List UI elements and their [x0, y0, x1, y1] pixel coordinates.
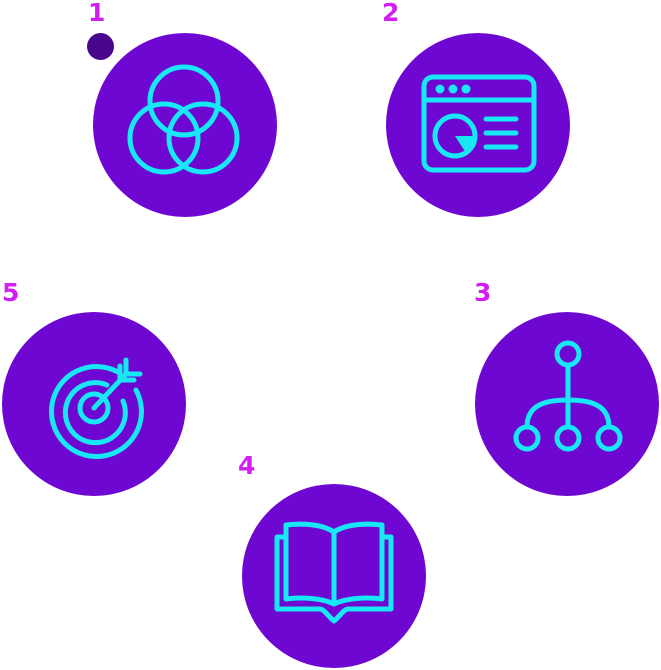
target-arrow-icon: [49, 357, 144, 459]
step-1-number: 1: [88, 0, 106, 27]
hierarchy-icon: [513, 340, 623, 452]
step-3-circle: [475, 312, 659, 496]
browser-pie-chart-icon: [421, 74, 537, 173]
step-1-circle: [93, 33, 277, 217]
venn-diagram-icon: [127, 64, 240, 175]
step-2-circle: [386, 33, 570, 217]
indicator-dot: [87, 33, 114, 60]
step-3-number: 3: [474, 278, 492, 307]
step-4-circle: [242, 484, 426, 668]
step-4-number: 4: [238, 451, 256, 480]
step-5-number: 5: [2, 278, 20, 307]
step-5-circle: [2, 312, 186, 496]
step-2-number: 2: [382, 0, 400, 27]
open-book-icon: [274, 521, 394, 624]
